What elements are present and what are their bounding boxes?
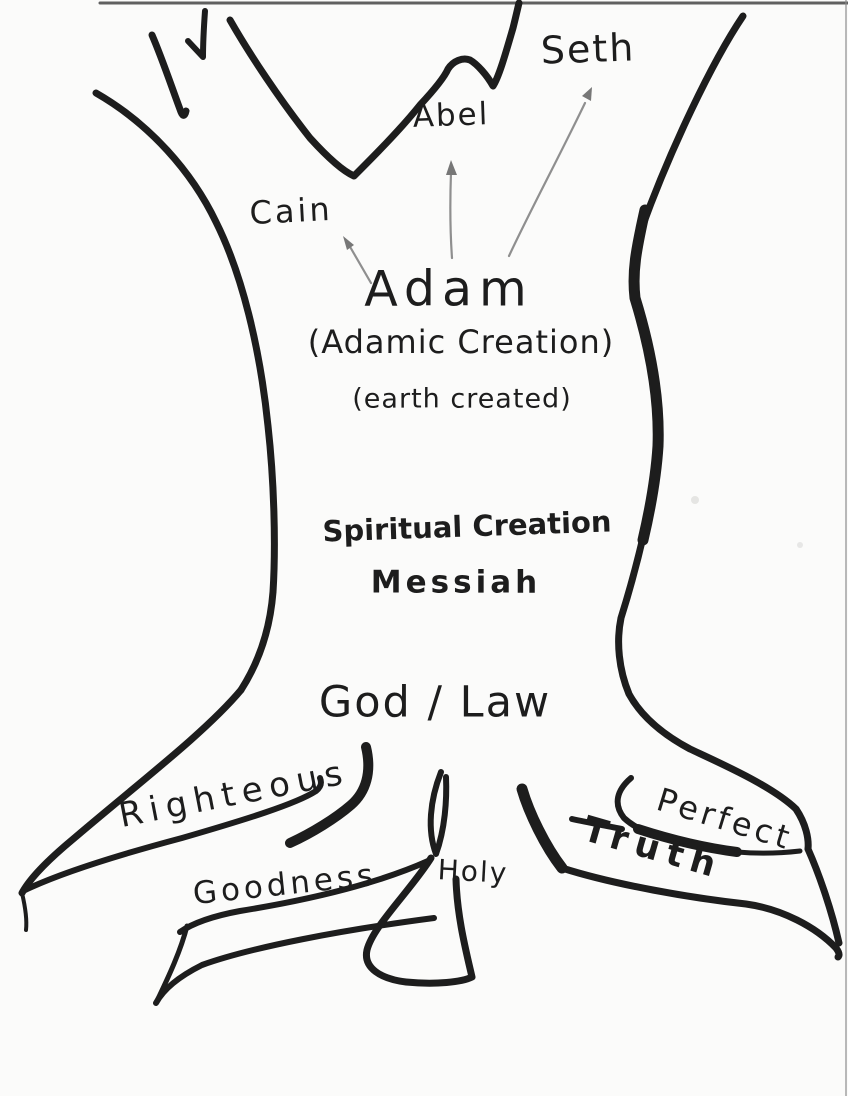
scan-smudge [797, 542, 803, 548]
label-earth-created: (earth created) [352, 383, 572, 415]
righteous-root-bottom-edge [20, 775, 324, 894]
arrow-to-cain [347, 243, 373, 285]
righteous-root-tip [20, 891, 29, 932]
label-cain: Cain [248, 189, 334, 233]
arrow-to-seth [507, 101, 587, 258]
scan-smudge [691, 496, 699, 504]
left-branch-outer-edge [92, 89, 278, 694]
crown-notch-edge [226, 0, 523, 180]
righteous-root-top-edge [18, 686, 245, 897]
label-god-law: God / Law [318, 677, 552, 728]
arrowhead-abel [446, 160, 457, 175]
center-root-loop [362, 854, 476, 987]
perfect-root-curve [614, 775, 690, 844]
arrow-lines [347, 101, 587, 285]
label-holy: Holy [436, 853, 510, 890]
holy-root-cleft [427, 769, 450, 857]
goodness-root-tip [153, 923, 190, 1006]
label-adam: Adam [364, 260, 534, 318]
right-trunk-thick-overlay [628, 204, 664, 546]
arrow-heads [343, 87, 592, 250]
goodness-root-top-edge [177, 858, 431, 935]
perfect-root-line [734, 848, 803, 856]
right-trunk-edge [615, 12, 812, 853]
arrowhead-seth [582, 87, 592, 101]
label-abel: Abel [412, 96, 490, 135]
twig-slash-mark [148, 31, 190, 119]
right-root-bottom-edge [558, 864, 843, 961]
root-fork-thick-stroke [285, 742, 374, 848]
arrowhead-cain [343, 236, 354, 250]
right-root-top-edge [804, 845, 843, 947]
label-seth: Seth [540, 25, 636, 73]
truth-root-line [569, 816, 625, 832]
label-adamic-creation: (Adamic Creation) [307, 323, 615, 361]
goodness-root-bottom-edge [153, 915, 437, 1006]
twig-check-mark [185, 8, 208, 60]
center-root-thick-wedge [516, 783, 568, 874]
label-messiah: Messiah [370, 564, 542, 601]
arrow-to-abel [449, 170, 454, 260]
